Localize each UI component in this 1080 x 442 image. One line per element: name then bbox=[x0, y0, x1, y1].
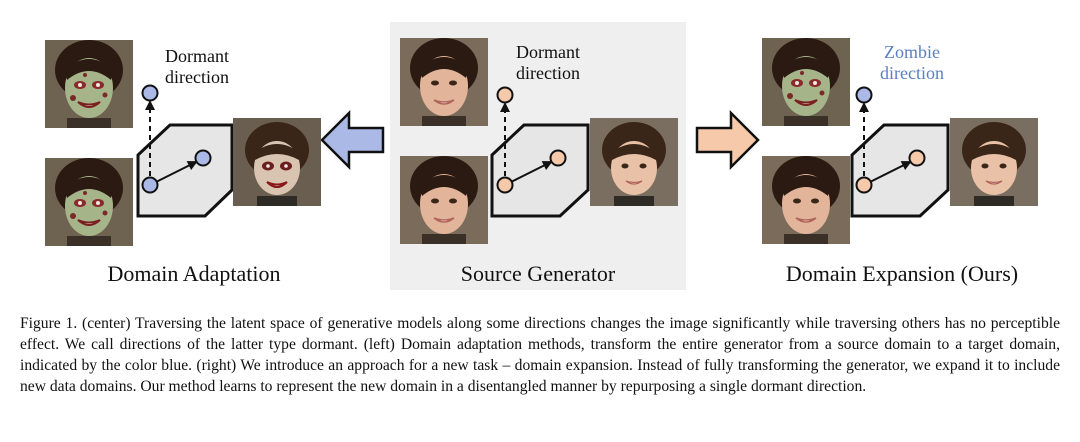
center-latent-dot-origin bbox=[496, 176, 514, 194]
right-latent-dot-zombie bbox=[855, 86, 873, 104]
left-generator-shape bbox=[136, 123, 234, 218]
center-child-output-image bbox=[590, 118, 678, 206]
right-latent-dot-origin bbox=[855, 176, 873, 194]
left-transform-arrow bbox=[320, 109, 385, 171]
center-direction-label-line2: direction bbox=[516, 63, 580, 83]
figure-caption: Figure 1. (center) Traversing the latent… bbox=[20, 315, 1060, 395]
center-direction-label-line1: Dormant bbox=[516, 42, 580, 62]
right-child-output-image bbox=[950, 118, 1038, 206]
left-direction-label-line1: Dormant bbox=[165, 46, 229, 66]
source-generator-title: Source Generator bbox=[460, 261, 616, 286]
right-latent-arrow bbox=[863, 161, 912, 186]
left-latent-dot-origin bbox=[141, 176, 159, 194]
left-direction-label: Dormant direction bbox=[165, 46, 229, 88]
domain-expansion-title: Domain Expansion (Ours) bbox=[785, 261, 1019, 286]
center-direction-label: Dormant direction bbox=[516, 42, 580, 84]
center-generator-shape bbox=[490, 123, 590, 218]
right-direction-label-line2: direction bbox=[880, 63, 944, 83]
left-zombie-child-output-image bbox=[233, 118, 321, 206]
right-transform-arrow bbox=[695, 109, 760, 171]
left-latent-arrow bbox=[149, 161, 198, 186]
right-zombie-woman-top-image bbox=[762, 38, 850, 126]
center-latent-dot-dormant bbox=[496, 86, 514, 104]
left-direction-label-line2: direction bbox=[165, 67, 229, 87]
right-woman-bottom-image bbox=[762, 156, 850, 244]
center-woman-top-image bbox=[400, 38, 488, 126]
left-latent-dot-dormant bbox=[141, 84, 159, 102]
left-zombie-woman-bottom-image bbox=[45, 158, 133, 246]
right-generator-shape bbox=[850, 123, 950, 218]
right-direction-label-line1: Zombie bbox=[883, 42, 940, 62]
right-latent-dot-target bbox=[908, 149, 926, 167]
left-zombie-woman-top-image bbox=[45, 40, 133, 128]
domain-adaptation-title: Domain Adaptation bbox=[107, 261, 281, 286]
center-latent-arrow bbox=[504, 161, 553, 186]
center-woman-bottom-image bbox=[400, 156, 488, 244]
right-direction-label: Zombie direction bbox=[880, 42, 944, 84]
left-latent-dot-target bbox=[194, 149, 212, 167]
center-latent-dot-target bbox=[549, 149, 567, 167]
